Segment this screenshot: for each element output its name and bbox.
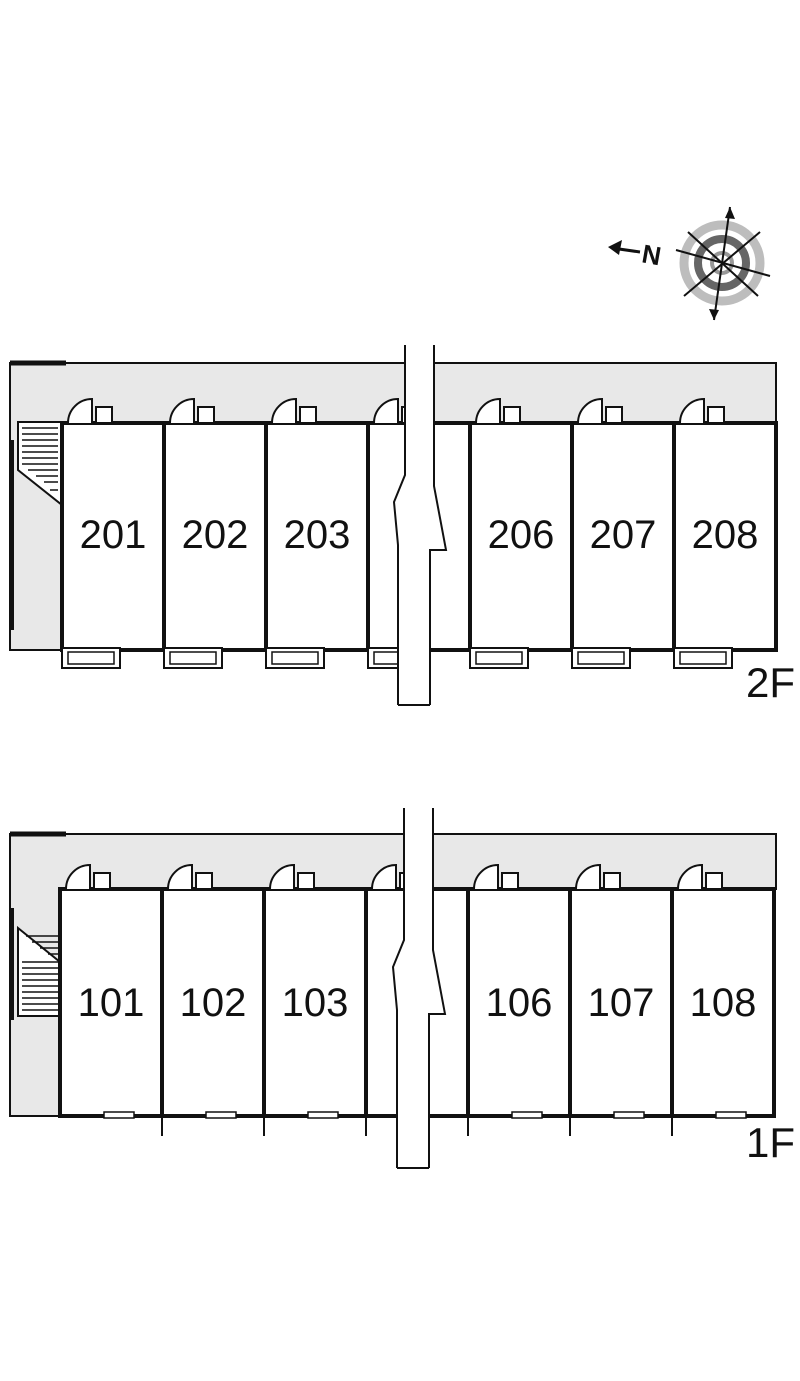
unit-number: 101 — [78, 981, 145, 1025]
compass-north-label: N — [640, 239, 664, 272]
window — [511, 1111, 543, 1119]
balcony — [571, 647, 631, 669]
door-icon — [67, 397, 113, 424]
unit-labels-1f: 101 102 103 106 107 108 — [78, 981, 757, 1025]
door-icon — [679, 397, 725, 424]
door-icon — [473, 863, 519, 890]
balcony — [163, 647, 223, 669]
compass: N — [608, 206, 771, 321]
balcony — [673, 647, 733, 669]
window — [307, 1111, 339, 1119]
unit-number: 202 — [182, 513, 249, 557]
unit-number: 106 — [486, 981, 553, 1025]
floor-2f: 201 202 203 206 207 208 2F — [9, 345, 795, 706]
door-icon — [167, 863, 213, 890]
unit-number: 108 — [690, 981, 757, 1025]
window — [715, 1111, 747, 1119]
window — [103, 1111, 135, 1119]
windows-1f — [103, 1111, 747, 1136]
unit-number: 103 — [282, 981, 349, 1025]
door-icon — [575, 863, 621, 890]
unit-number: 102 — [180, 981, 247, 1025]
unit-number: 201 — [80, 513, 147, 557]
door-icon — [577, 397, 623, 424]
window — [205, 1111, 237, 1119]
staircase-1f — [10, 908, 61, 1020]
door-icon — [269, 863, 315, 890]
unit-number: 208 — [692, 513, 759, 557]
window — [613, 1111, 645, 1119]
unit-number: 107 — [588, 981, 655, 1025]
balcony — [469, 647, 529, 669]
units-1f — [58, 887, 776, 1118]
door-icon — [475, 397, 521, 424]
doors-2f — [67, 397, 725, 424]
break-line-2f — [392, 345, 448, 706]
balcony — [61, 647, 121, 669]
floor-label: 2F — [746, 659, 795, 706]
floor-label: 1F — [746, 1119, 795, 1166]
floor-1f: 101 102 103 106 107 108 1F — [9, 808, 795, 1169]
unit-labels-2f: 201 202 203 206 207 208 — [80, 513, 759, 557]
compass-rose-icon — [675, 206, 771, 321]
door-icon — [677, 863, 723, 890]
unit-number: 203 — [284, 513, 351, 557]
unit-room — [468, 421, 574, 652]
break-line-1f — [391, 808, 447, 1169]
unit-number: 206 — [488, 513, 555, 557]
door-icon — [271, 397, 317, 424]
door-icon — [169, 397, 215, 424]
unit-number: 207 — [590, 513, 657, 557]
north-arrow-icon — [608, 240, 641, 255]
door-icon — [65, 863, 111, 890]
balcony — [265, 647, 325, 669]
